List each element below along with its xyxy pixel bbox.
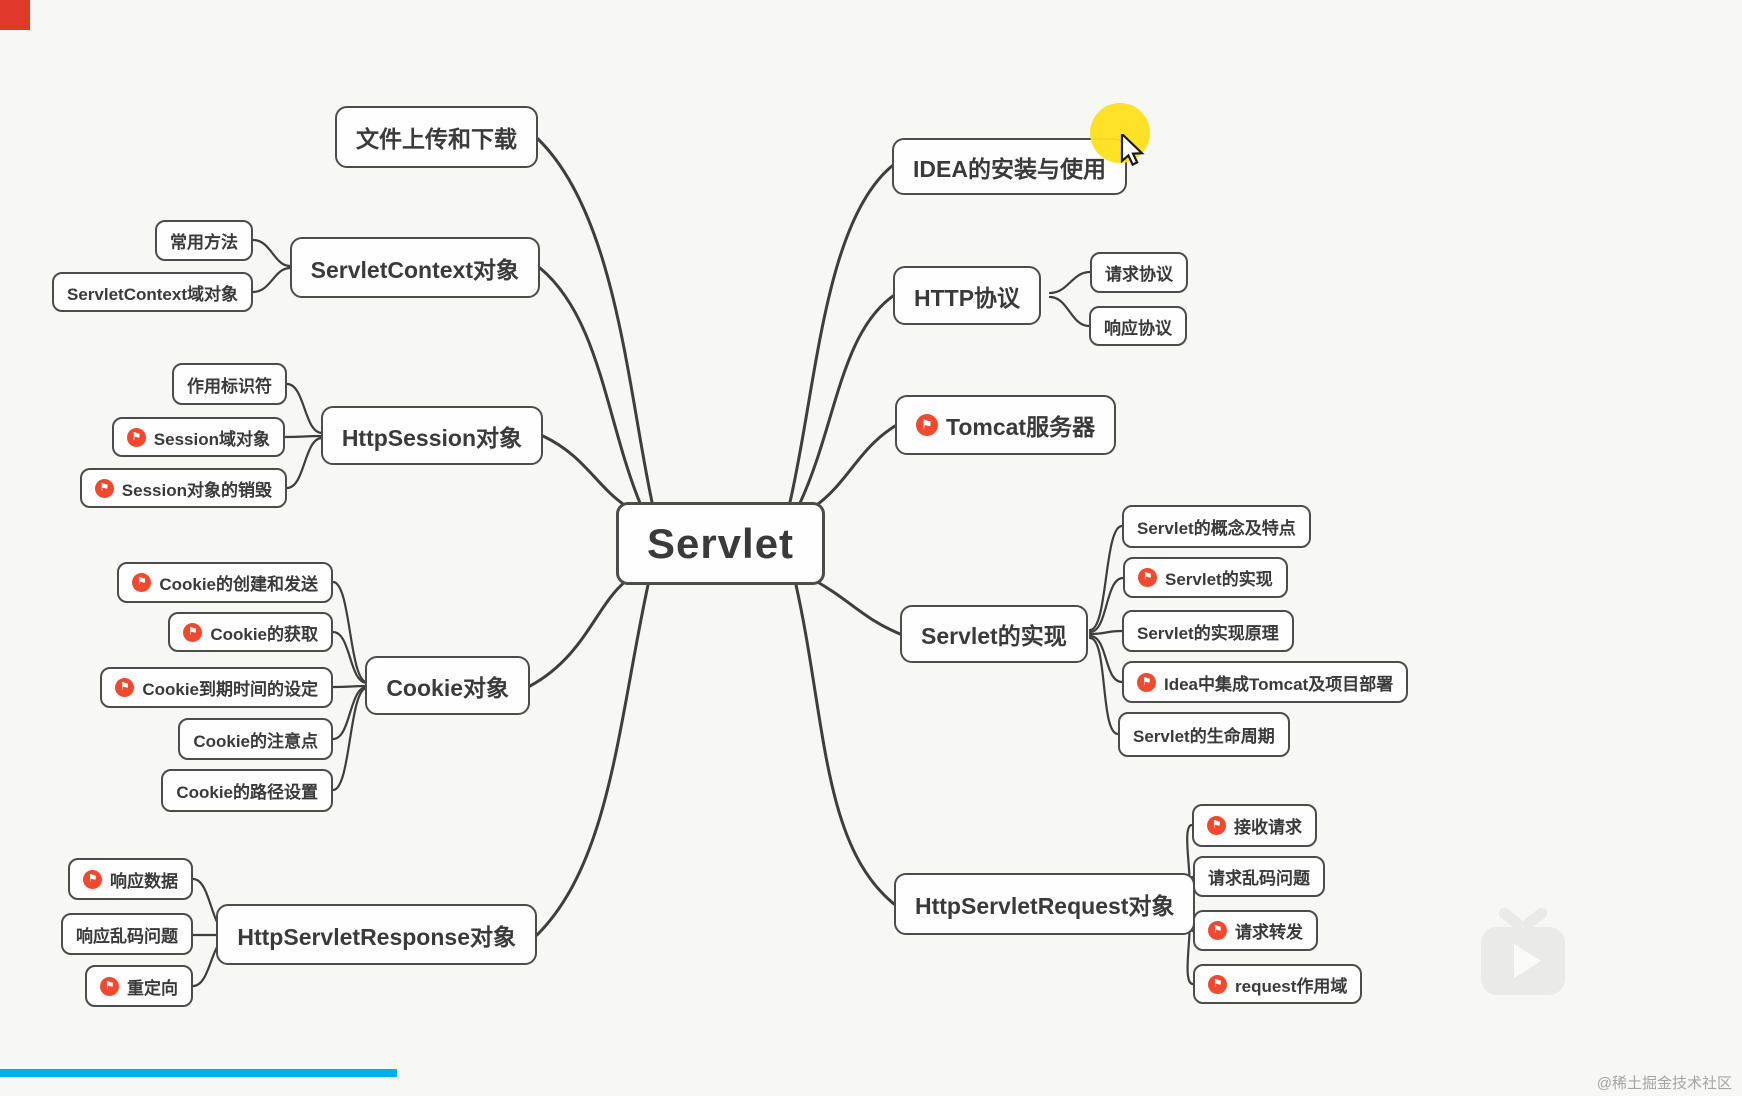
- node-idea-tomcat-deploy[interactable]: ⚑ Idea中集成Tomcat及项目部署: [1122, 661, 1409, 703]
- node-label: Cookie的路径设置: [176, 783, 318, 802]
- node-servlet-impl-principle[interactable]: Servlet的实现原理: [1122, 610, 1294, 652]
- node-servlet-impl-child[interactable]: ⚑ Servlet的实现: [1123, 557, 1288, 598]
- node-label: 文件上传和下载: [356, 126, 517, 152]
- node-httpservletrequest[interactable]: HttpServletRequest对象: [894, 873, 1196, 935]
- flag-icon: ⚑: [94, 478, 114, 498]
- flag-icon: ⚑: [132, 573, 152, 592]
- node-label: Cookie对象: [386, 674, 509, 701]
- node-cookie-get[interactable]: ⚑ Cookie的获取: [168, 612, 333, 652]
- node-label: Cookie的获取: [210, 624, 318, 644]
- node-label: HttpServletResponse对象: [237, 923, 516, 950]
- node-request-forward[interactable]: ⚑ 请求转发: [1193, 910, 1318, 951]
- node-label: 常用方法: [170, 233, 238, 252]
- branch-edges: [528, 137, 902, 937]
- flag-icon: ⚑: [126, 427, 146, 447]
- node-request-protocol[interactable]: 请求协议: [1090, 252, 1188, 293]
- node-cookie-notes[interactable]: Cookie的注意点: [178, 718, 333, 760]
- node-httpservletresponse[interactable]: HttpServletResponse对象: [216, 904, 537, 965]
- node-label: 请求协议: [1105, 265, 1173, 284]
- flag-icon: ⚑: [1137, 672, 1156, 692]
- node-label: request作用域: [1235, 976, 1348, 996]
- recording-indicator: [0, 0, 30, 30]
- node-httpsession[interactable]: HttpSession对象: [320, 406, 543, 465]
- flag-icon: ⚑: [1208, 921, 1227, 940]
- flag-icon: ⚑: [115, 678, 135, 697]
- node-label: Servlet的实现: [921, 623, 1067, 649]
- flag-icon: ⚑: [83, 869, 102, 889]
- node-servlet-impl[interactable]: Servlet的实现: [900, 605, 1088, 663]
- node-label: 请求转发: [1235, 923, 1303, 942]
- play-button[interactable]: [1481, 905, 1565, 997]
- node-label: ServletContext域对象: [67, 284, 238, 304]
- flag-icon: ⚑: [1138, 568, 1157, 587]
- node-session-identifier[interactable]: 作用标识符: [172, 363, 287, 405]
- flag-icon: ⚑: [183, 622, 203, 642]
- node-label: IDEA的安装与使用: [913, 155, 1106, 182]
- node-label: 重定向: [127, 978, 178, 998]
- node-label: Cookie到期时间的设定: [142, 680, 318, 699]
- node-session-destroy[interactable]: ⚑ Session对象的销毁: [79, 468, 287, 508]
- node-cookie[interactable]: Cookie对象: [365, 656, 530, 715]
- node-cookie-expiry[interactable]: ⚑ Cookie到期时间的设定: [100, 667, 333, 708]
- node-label: Servlet: [646, 519, 795, 567]
- node-redirect[interactable]: ⚑ 重定向: [85, 965, 193, 1007]
- node-label: 请求乱码问题: [1208, 869, 1310, 888]
- node-response-protocol[interactable]: 响应协议: [1089, 306, 1187, 346]
- node-servlet-concept[interactable]: Servlet的概念及特点: [1122, 505, 1311, 548]
- node-cookie-create-send[interactable]: ⚑ Cookie的创建和发送: [117, 562, 333, 603]
- node-label: Cookie的创建和发送: [159, 575, 318, 594]
- flag-icon: ⚑: [1208, 974, 1227, 994]
- node-label: 响应协议: [1104, 318, 1172, 338]
- video-progress-bar[interactable]: [0, 1069, 397, 1077]
- node-label: HttpSession对象: [341, 424, 522, 451]
- mouse-cursor-icon: [1120, 134, 1145, 166]
- node-label: Idea中集成Tomcat及项目部署: [1164, 674, 1394, 694]
- node-servletcontext[interactable]: ServletContext对象: [289, 237, 540, 298]
- node-label: Servlet的实现原理: [1137, 623, 1279, 643]
- node-request-scope[interactable]: ⚑ request作用域: [1193, 964, 1363, 1004]
- node-label: HTTP协议: [914, 284, 1021, 311]
- node-label: 响应数据: [110, 871, 178, 891]
- node-label: HttpServletRequest对象: [915, 893, 1175, 919]
- play-icon: [1513, 944, 1541, 978]
- node-label: ServletContext对象: [310, 256, 519, 283]
- node-request-encoding[interactable]: 请求乱码问题: [1193, 856, 1325, 897]
- node-response-encoding[interactable]: 响应乱码问题: [61, 913, 193, 955]
- node-receive-request[interactable]: ⚑ 接收请求: [1192, 804, 1317, 847]
- node-cookie-path[interactable]: Cookie的路径设置: [161, 769, 333, 812]
- node-http-protocol[interactable]: HTTP协议: [893, 266, 1042, 325]
- node-response-data[interactable]: ⚑ 响应数据: [68, 858, 193, 900]
- node-idea-install[interactable]: IDEA的安装与使用: [892, 138, 1127, 195]
- child-edges: [191, 238, 1195, 988]
- node-servletcontext-scope[interactable]: ServletContext域对象: [52, 272, 253, 312]
- node-file-upload-download[interactable]: 文件上传和下载: [335, 106, 538, 168]
- node-label: Servlet的概念及特点: [1137, 519, 1296, 538]
- node-label: Servlet的生命周期: [1133, 727, 1275, 746]
- watermark: @稀土掘金技术社区: [1596, 1075, 1732, 1092]
- node-session-scope[interactable]: ⚑ Session域对象: [111, 417, 285, 457]
- play-button-body: [1481, 927, 1565, 995]
- node-label: Tomcat服务器: [946, 414, 1096, 440]
- node-label: Session对象的销毁: [121, 480, 272, 500]
- flag-icon: ⚑: [1207, 816, 1226, 835]
- flag-icon: ⚑: [916, 414, 938, 436]
- node-label: 响应乱码问题: [76, 926, 178, 946]
- node-root-servlet[interactable]: Servlet: [616, 502, 825, 585]
- node-servlet-lifecycle[interactable]: Servlet的生命周期: [1118, 712, 1290, 757]
- node-label: 接收请求: [1234, 818, 1302, 837]
- node-label: 作用标识符: [187, 376, 272, 396]
- node-common-methods[interactable]: 常用方法: [155, 220, 253, 261]
- node-label: Cookie的注意点: [193, 731, 318, 751]
- node-label: Session域对象: [153, 429, 270, 449]
- node-label: Servlet的实现: [1165, 570, 1273, 589]
- node-tomcat-server[interactable]: ⚑ Tomcat服务器: [895, 395, 1117, 455]
- flag-icon: ⚑: [100, 976, 119, 996]
